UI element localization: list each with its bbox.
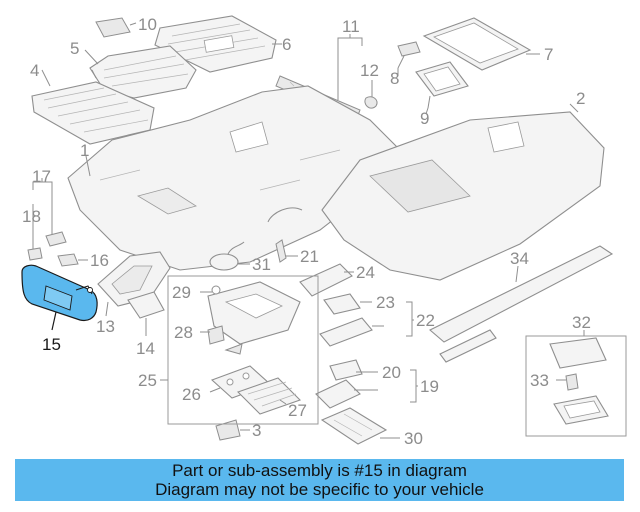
- group-box-25: [160, 275, 319, 425]
- part-12-clip: [364, 80, 378, 109]
- callout-31: 31: [252, 255, 271, 274]
- callout-28: 28: [174, 323, 193, 342]
- part-30-assembly: [320, 407, 400, 445]
- part-3-clip: [215, 419, 250, 441]
- part-14-lamp-unit: [127, 291, 165, 336]
- callout-19: 19: [420, 377, 439, 396]
- callout-16: 16: [90, 251, 109, 270]
- callout-15: 15: [42, 335, 61, 354]
- callout-7: 7: [544, 45, 553, 64]
- callout-33: 33: [530, 371, 549, 390]
- part-31-grommet: [209, 241, 250, 271]
- callout-24: 24: [356, 263, 375, 282]
- part-9-lens: [415, 61, 469, 109]
- part-10-pad: [95, 17, 137, 38]
- part-19-bracket: [410, 369, 418, 403]
- callout-26: 26: [182, 385, 201, 404]
- callout-3: 3: [252, 421, 261, 440]
- callout-8: 8: [390, 69, 399, 88]
- callout-29: 29: [172, 283, 191, 302]
- callout-34: 34: [510, 249, 529, 268]
- part-8-lamp: [397, 41, 421, 69]
- part-21-handle: [267, 207, 303, 263]
- callout-4: 4: [30, 61, 39, 80]
- callout-14: 14: [136, 339, 155, 358]
- callout-22: 22: [416, 311, 435, 330]
- callout-9: 9: [420, 109, 429, 128]
- part-17-bracket: [27, 178, 67, 261]
- part-15-sun-visor: [21, 264, 98, 331]
- callout-32: 32: [572, 313, 591, 332]
- part-23-lamp: [319, 293, 384, 347]
- callout-20: 20: [382, 363, 401, 382]
- callout-12: 12: [360, 61, 379, 80]
- callout-2: 2: [576, 89, 585, 108]
- callout-23: 23: [376, 293, 395, 312]
- callout-10: 10: [138, 15, 157, 34]
- callout-30: 30: [404, 429, 423, 448]
- callout-11: 11: [342, 17, 360, 36]
- info-banner: Part or sub-assembly is #15 in diagram D…: [15, 459, 624, 501]
- group-box-32: [525, 330, 627, 437]
- part-20-lamp: [315, 359, 378, 409]
- callout-17: 17: [32, 167, 51, 186]
- part-16-clip: [57, 253, 88, 267]
- callout-6: 6: [282, 35, 291, 54]
- part-24-bracket: [299, 263, 354, 297]
- part-7-frame: [422, 17, 540, 71]
- callout-27: 27: [288, 401, 307, 420]
- leader-lines: [397, 68, 429, 115]
- callout-5: 5: [70, 39, 79, 58]
- callout-13: 13: [96, 317, 115, 336]
- callout-21: 21: [300, 247, 319, 266]
- callout-1: 1: [80, 141, 89, 160]
- part-5-insulator: [84, 45, 197, 99]
- callout-18: 18: [22, 207, 41, 226]
- part-1-headliner: [67, 85, 411, 271]
- part-2-headliner: [321, 103, 605, 281]
- banner-line-2: Diagram may not be specific to your vehi…: [155, 480, 484, 499]
- banner-line-1: Part or sub-assembly is #15 in diagram: [172, 461, 467, 480]
- part-6-insulator: [154, 15, 282, 73]
- callout-25: 25: [138, 371, 157, 390]
- part-34-trim: [429, 245, 614, 363]
- part-22-bracket: [406, 301, 414, 337]
